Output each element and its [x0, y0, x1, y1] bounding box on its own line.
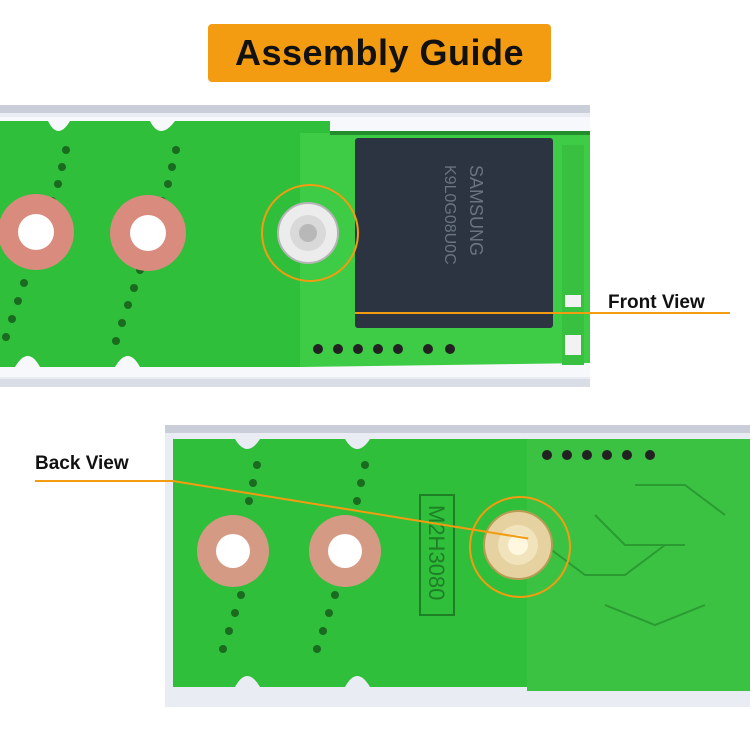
front-view-leader-line: [355, 312, 730, 314]
title-badge: Assembly Guide: [208, 24, 551, 82]
svg-text:SAMSUNG: SAMSUNG: [466, 165, 486, 256]
back-view-label: Back View: [35, 453, 129, 474]
front-view-photo: SAMSUNG K9L0G08U0C: [0, 105, 590, 387]
front-view-label: Front View: [608, 292, 705, 313]
svg-text:M2H3080: M2H3080: [424, 505, 449, 600]
page-title: Assembly Guide: [234, 32, 525, 73]
back-view-photo: M2H3080: [165, 425, 750, 707]
svg-text:K9L0G08U0C: K9L0G08U0C: [441, 165, 458, 265]
back-view-leader-line: [35, 480, 173, 482]
